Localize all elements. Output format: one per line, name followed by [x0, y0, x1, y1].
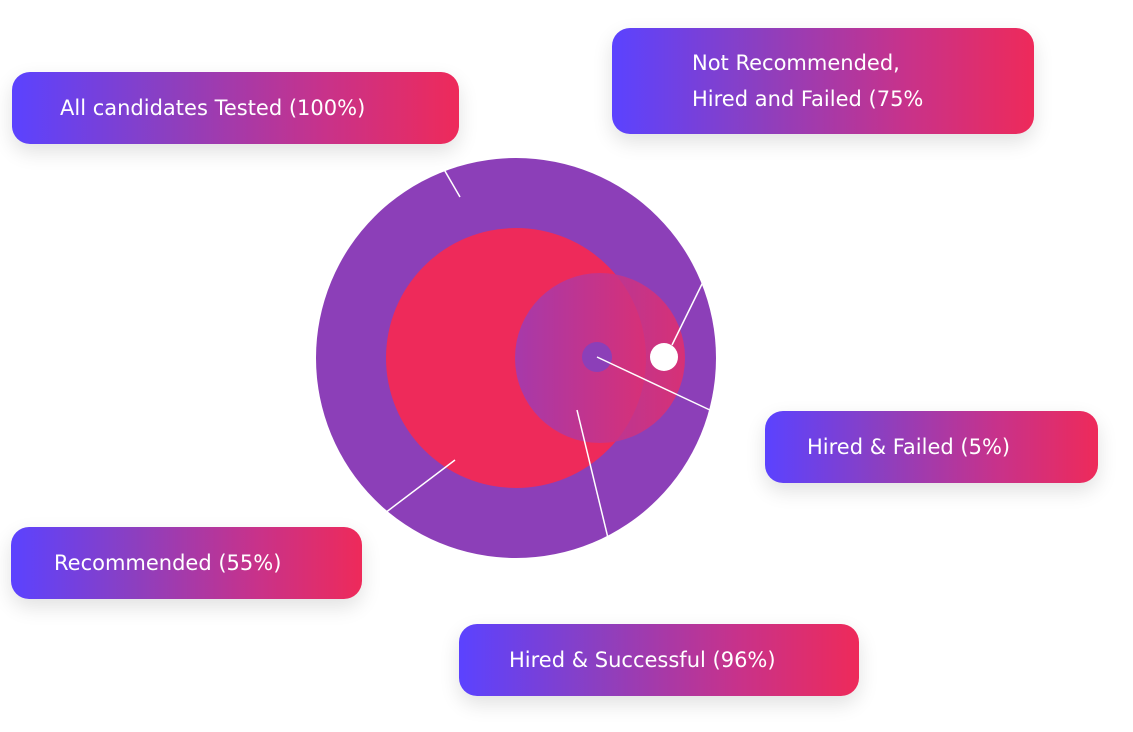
label-hired-failed-text: Hired & Failed (5%): [807, 435, 1011, 459]
connector-not-recommended: [671, 281, 704, 346]
label-not-recommended: Not Recommended, Hired and Failed (75%: [612, 28, 1034, 134]
label-not-rec-line1: Not Recommended,: [692, 51, 900, 75]
label-not-rec-line2: Hired and Failed (75%: [692, 87, 924, 111]
label-hired-failed: Hired & Failed (5%): [765, 411, 1098, 483]
label-hired-success-text: Hired & Successful (96%): [509, 648, 776, 672]
connector-hired-failed: [596, 356, 713, 412]
label-hired-successful: Hired & Successful (96%): [459, 624, 859, 696]
label-all-candidates: All candidates Tested (100%): [12, 72, 459, 144]
label-all-text: All candidates Tested (100%): [60, 96, 366, 120]
label-recommended: Recommended (55%): [11, 527, 362, 599]
label-recommended-text: Recommended (55%): [54, 551, 282, 575]
connector-hired-success: [576, 409, 609, 539]
not-recommended-dot: [650, 343, 678, 371]
connector-recommended: [384, 459, 456, 514]
